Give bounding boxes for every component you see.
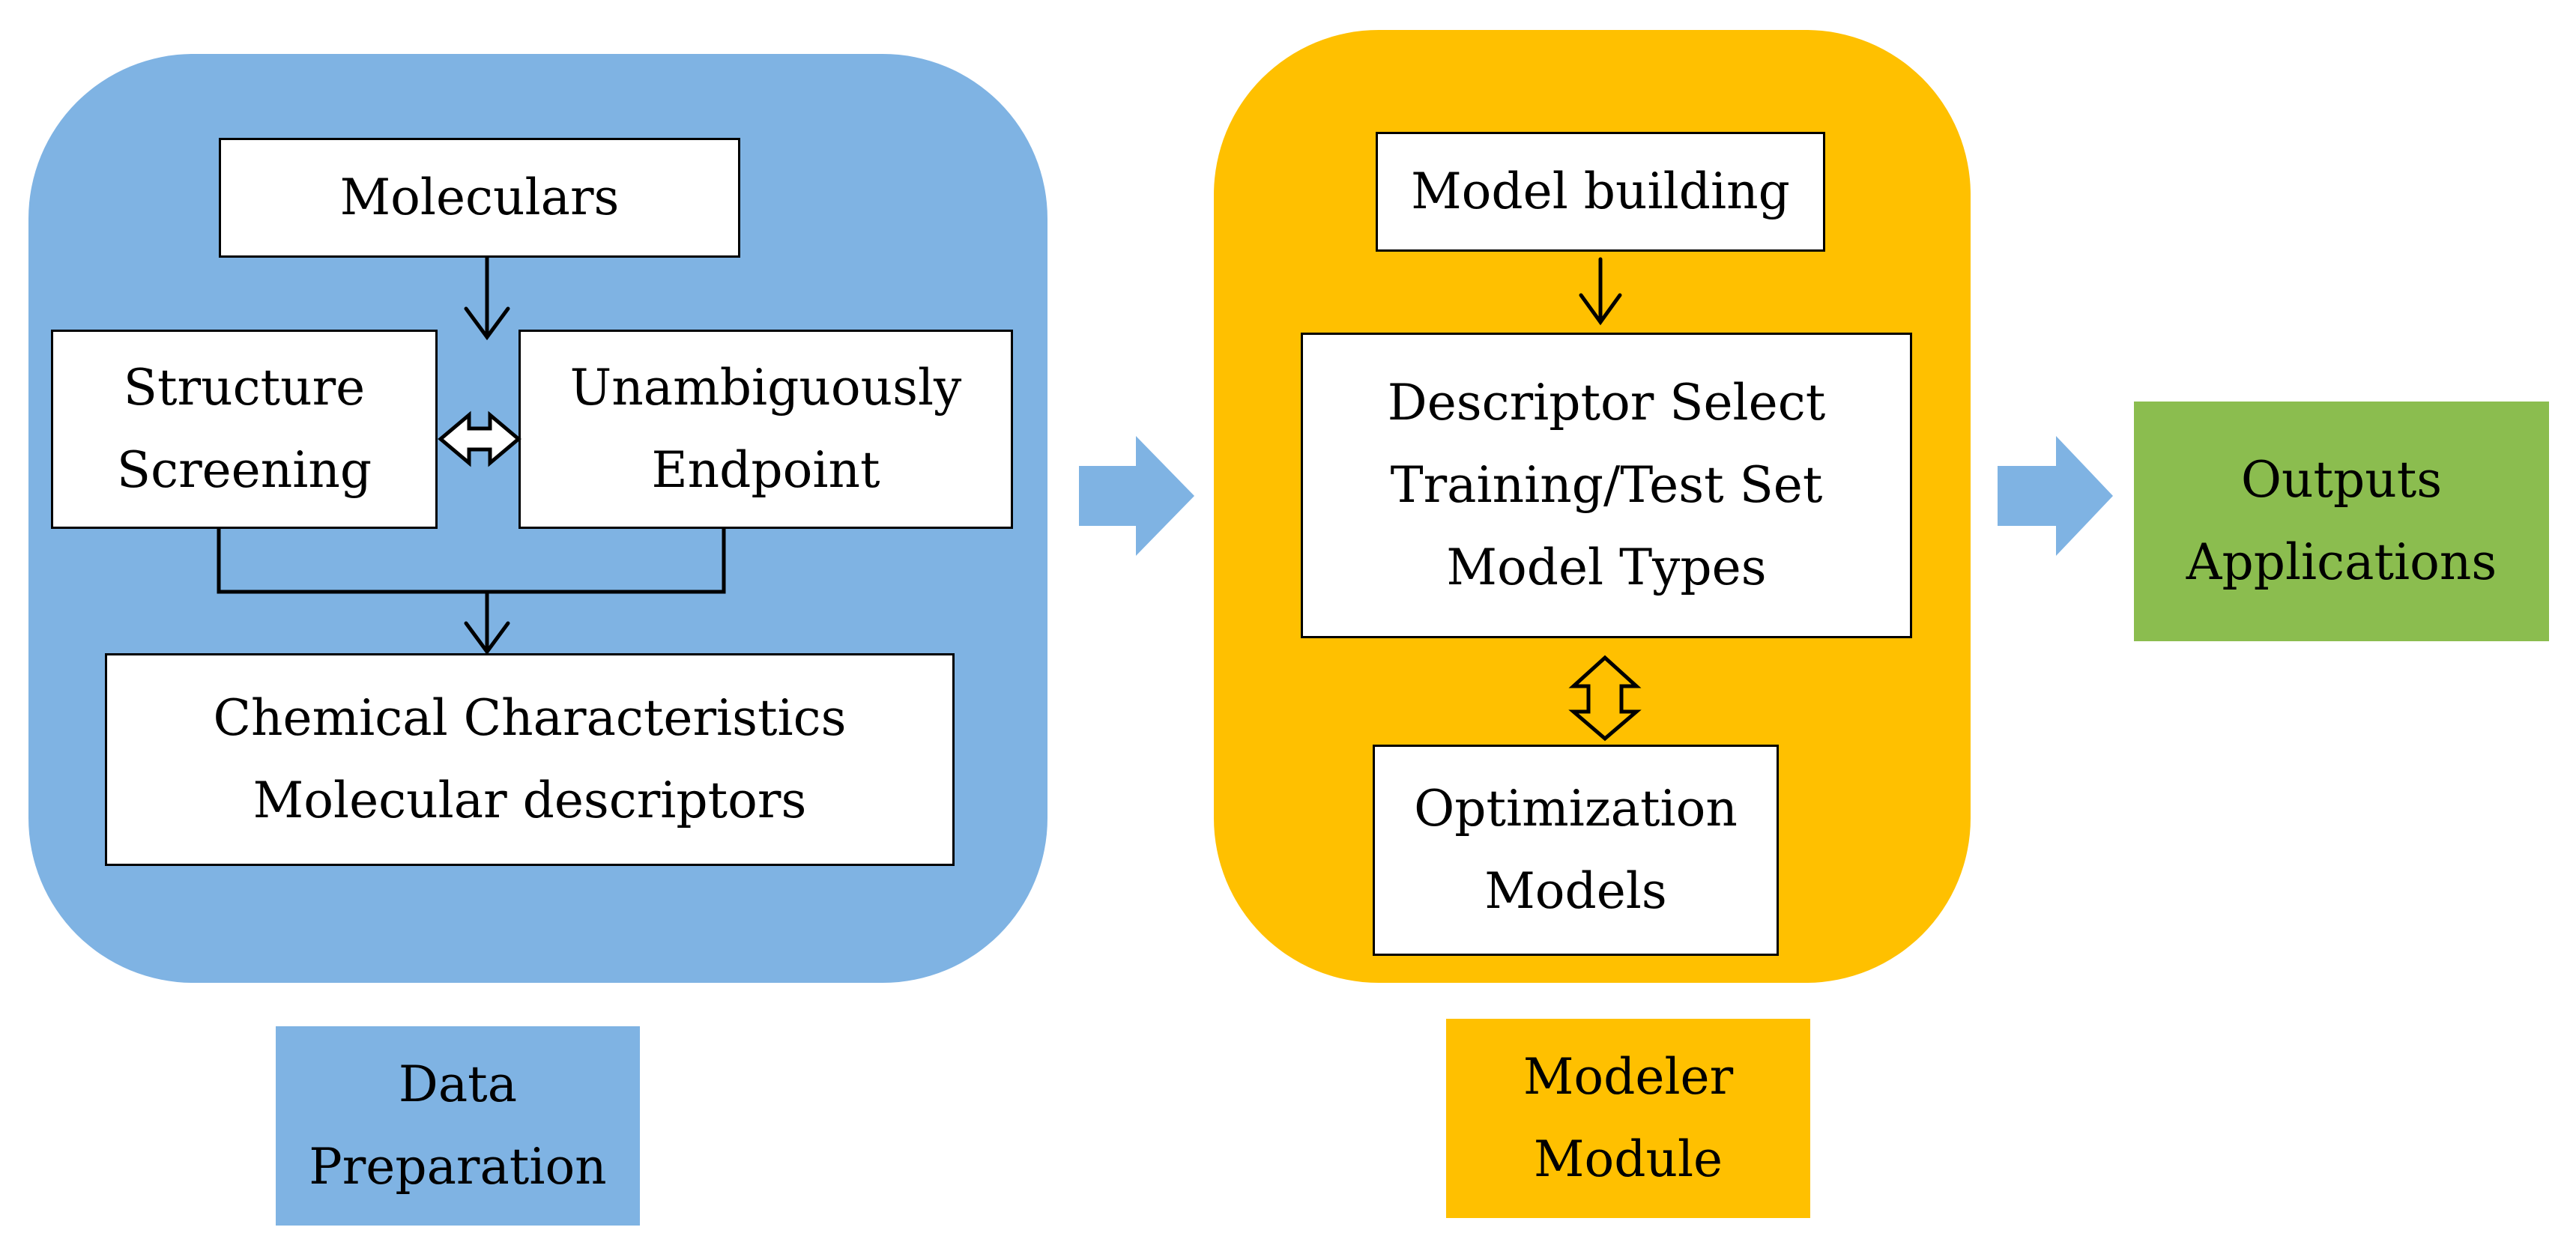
flow-arrow-icon <box>1998 436 2113 556</box>
structure-screening-box: Structure Screening <box>51 330 438 529</box>
model-building-box: Model building <box>1376 132 1825 252</box>
characteristics-line-2: Molecular descriptors <box>253 772 807 829</box>
moleculars-text: Moleculars <box>339 169 620 226</box>
select-line-2: Training/Test Set <box>1390 456 1823 514</box>
select-line-3: Model Types <box>1446 539 1767 596</box>
outputs-line-2: Applications <box>2186 533 2497 591</box>
optimization-models-box: Optimization Models <box>1373 745 1779 956</box>
model-building-text: Model building <box>1411 163 1790 220</box>
structure-line-1: Structure <box>123 359 366 417</box>
modeler-label-line-1: Modeler <box>1523 1048 1734 1106</box>
chemical-characteristics-box: Chemical Characteristics Molecular descr… <box>105 653 955 866</box>
outputs-applications-box: Outputs Applications <box>2134 402 2549 641</box>
characteristics-line-1: Chemical Characteristics <box>213 689 847 747</box>
double-arrow-icon <box>438 411 521 467</box>
vertical-double-arrow-icon <box>1568 655 1642 742</box>
flow-arrow-icon <box>1079 436 1194 556</box>
select-line-1: Descriptor Select <box>1387 374 1826 431</box>
down-arrow-icon <box>1579 257 1622 326</box>
moleculars-box: Moleculars <box>219 138 740 258</box>
modeler-module-label: Modeler Module <box>1446 1019 1810 1218</box>
modeler-label-line-2: Module <box>1533 1130 1723 1188</box>
down-arrow-icon <box>464 590 510 655</box>
descriptor-select-box: Descriptor Select Training/Test Set Mode… <box>1301 333 1912 638</box>
optimization-line-1: Optimization <box>1414 780 1738 837</box>
merge-connector <box>217 529 726 594</box>
structure-line-2: Screening <box>116 441 372 499</box>
data-label-line-2: Preparation <box>309 1138 607 1196</box>
data-preparation-label: Data Preparation <box>276 1026 640 1226</box>
outputs-line-1: Outputs <box>2240 451 2443 509</box>
data-label-line-1: Data <box>398 1055 518 1113</box>
endpoint-line-2: Endpoint <box>651 441 880 499</box>
unambiguously-endpoint-box: Unambiguously Endpoint <box>518 330 1013 529</box>
endpoint-line-1: Unambiguously <box>569 359 962 417</box>
down-arrow-icon <box>464 255 510 341</box>
optimization-line-2: Models <box>1484 862 1667 920</box>
